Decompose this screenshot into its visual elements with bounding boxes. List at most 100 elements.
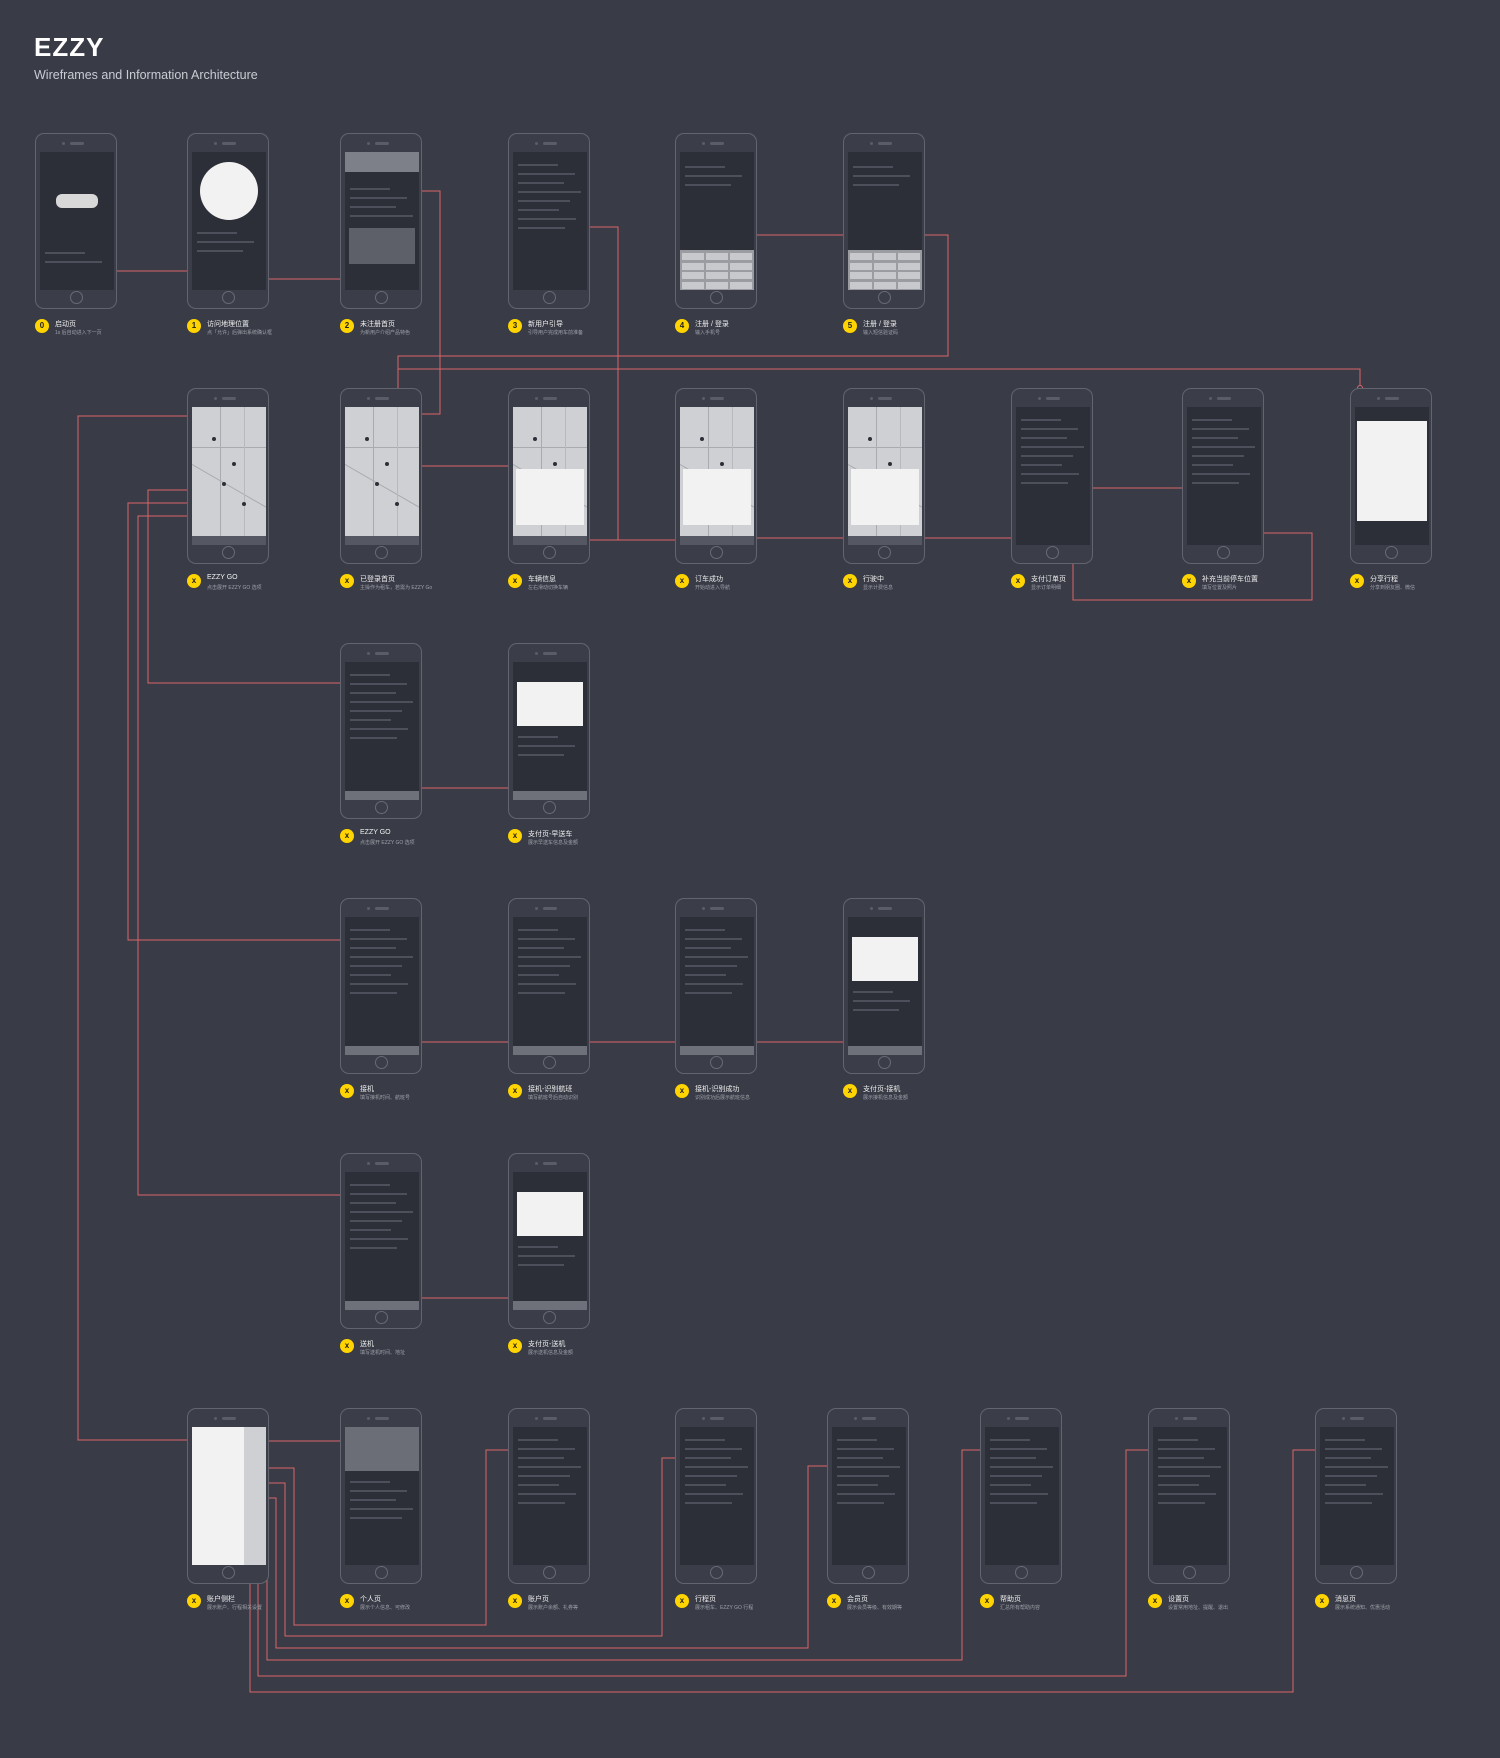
text-line: [685, 1493, 743, 1495]
phone-mockup-b4: [675, 1408, 757, 1584]
speaker-slot: [1046, 397, 1060, 400]
speaker-slot: [375, 1417, 389, 1420]
home-button: [375, 1566, 388, 1579]
share-card: [1357, 421, 1427, 521]
screen-description: 填写送机时间、地址: [360, 1350, 406, 1356]
camera-dot: [870, 142, 873, 145]
map-road: [345, 447, 419, 448]
text-line: [350, 938, 407, 940]
text-line: [1158, 1502, 1205, 1504]
camera-dot: [702, 397, 705, 400]
phone-mockup-j4: [843, 898, 925, 1074]
step-badge: x: [1011, 574, 1025, 588]
text-line: [45, 252, 85, 254]
screen-label: 个人页: [360, 1596, 381, 1603]
text-line: [518, 1502, 565, 1504]
text-line: [518, 965, 570, 967]
speaker-slot: [543, 907, 557, 910]
keypad-key: [874, 272, 896, 279]
text-line: [1325, 1439, 1365, 1441]
camera-dot: [535, 1417, 538, 1420]
text-line: [518, 182, 564, 184]
text-line: [990, 1502, 1037, 1504]
text-line: [1192, 437, 1238, 439]
screen-label: 分享行程: [1370, 576, 1398, 583]
text-line: [853, 991, 893, 993]
phone-screen: [345, 1427, 419, 1565]
camera-dot: [1342, 1417, 1345, 1420]
screen-description: 展示账户、行程相关设置: [207, 1605, 263, 1611]
screen-description: 汇总所有帮助内容: [1000, 1605, 1041, 1611]
car-image: [56, 194, 98, 208]
speaker-slot: [1385, 397, 1399, 400]
step-badge: 4: [675, 319, 689, 333]
camera-dot: [535, 907, 538, 910]
phone-mockup-r7: [1182, 388, 1264, 564]
text-line: [853, 1009, 899, 1011]
phone-screen: [1320, 1427, 1394, 1565]
text-line: [1192, 419, 1232, 421]
camera-dot: [214, 397, 217, 400]
text-line: [350, 188, 390, 190]
phone-screen: [1153, 1427, 1227, 1565]
text-line: [518, 1246, 558, 1248]
camera-dot: [367, 142, 370, 145]
keypad-key: [730, 253, 752, 260]
phone-screen: [680, 917, 754, 1055]
numeric-keypad: [680, 250, 754, 290]
map-pin: [553, 462, 557, 466]
screen-label: 账户页: [528, 1596, 549, 1603]
payment-card: [852, 937, 918, 981]
phone-screen: [40, 152, 114, 290]
text-line: [837, 1475, 889, 1477]
text-line: [1192, 455, 1244, 457]
text-line: [518, 1466, 581, 1468]
phone-mockup-r2: [340, 388, 422, 564]
text-line: [518, 1493, 576, 1495]
numeric-keypad: [848, 250, 922, 290]
screen-label: 消息页: [1335, 1596, 1356, 1603]
screen-description: 为新用户介绍产品特色: [360, 330, 411, 336]
text-line: [1192, 464, 1233, 466]
phone-screen: [192, 152, 266, 290]
phone-mockup-r3: [508, 388, 590, 564]
screen-description: 点击展开 EZZY GO 选项: [360, 840, 415, 846]
text-line: [518, 1475, 570, 1477]
keypad-key: [682, 253, 704, 260]
phone-mockup-b8: [1315, 1408, 1397, 1584]
text-line: [350, 1517, 402, 1519]
text-line: [990, 1484, 1031, 1486]
text-line: [1158, 1475, 1210, 1477]
home-button: [375, 1311, 388, 1324]
text-line: [837, 1448, 894, 1450]
text-line: [1021, 464, 1062, 466]
step-badge: x: [1350, 574, 1364, 588]
map-pin: [232, 462, 236, 466]
map-road: [848, 447, 922, 448]
primary-action-bar: [192, 536, 266, 545]
phone-mockup-s0: [35, 133, 117, 309]
camera-dot: [702, 142, 705, 145]
camera-dot: [535, 142, 538, 145]
text-line: [518, 218, 576, 220]
home-button: [375, 801, 388, 814]
keypad-key: [874, 262, 896, 270]
screen-description: 引导用户完成用车前准备: [528, 330, 584, 336]
phone-mockup-r1: [187, 388, 269, 564]
phone-screen: [513, 662, 587, 800]
step-badge: x: [340, 1339, 354, 1353]
flow-link: [137, 515, 340, 1196]
text-line: [685, 947, 731, 949]
text-line: [350, 1211, 413, 1213]
keypad-key: [898, 262, 920, 270]
text-line: [350, 710, 402, 712]
phone-screen: [345, 407, 419, 545]
text-line: [518, 983, 576, 985]
step-badge: x: [340, 829, 354, 843]
step-badge: x: [843, 1084, 857, 1098]
text-line: [350, 1193, 407, 1195]
text-line: [518, 164, 558, 166]
keypad-key: [874, 281, 896, 289]
speaker-slot: [375, 397, 389, 400]
map-pin: [395, 502, 399, 506]
